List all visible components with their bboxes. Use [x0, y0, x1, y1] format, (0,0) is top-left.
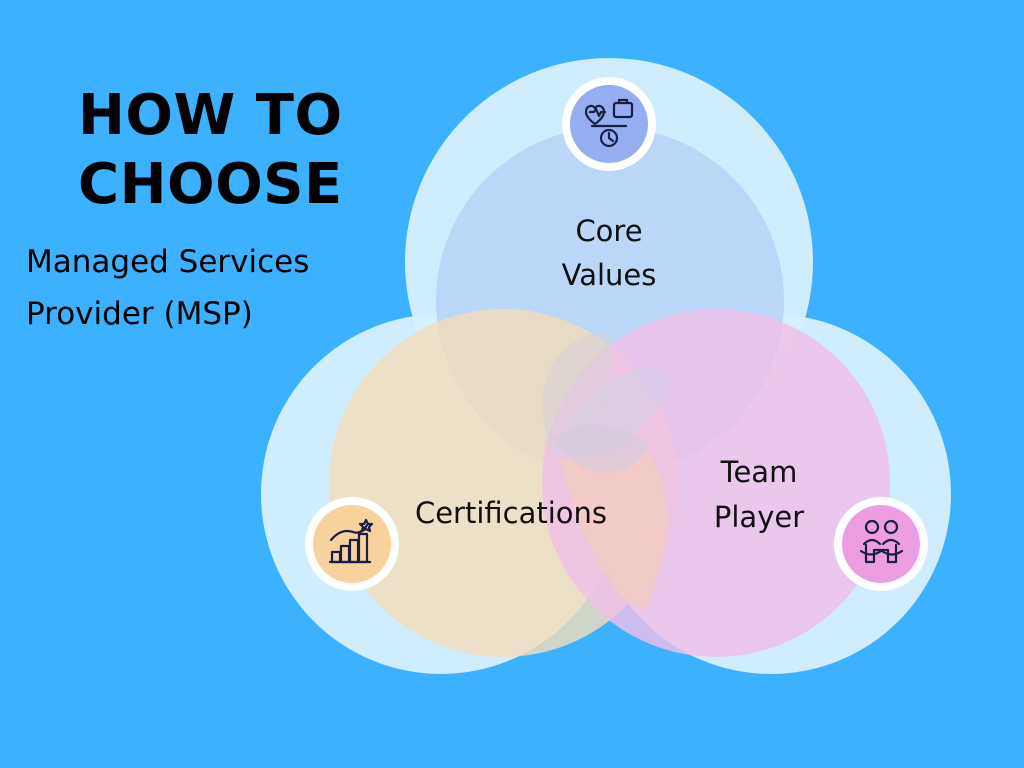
- team-people-icon: [834, 497, 928, 591]
- overlap-cert-team: [560, 455, 668, 610]
- team-player-label-line-1: Team: [720, 455, 798, 489]
- subtitle-line-1: Managed Services: [26, 244, 310, 280]
- heading-line-1: HOW TO: [78, 83, 343, 148]
- core-values-icon: [562, 77, 656, 171]
- overlap-center: [552, 424, 650, 473]
- overlap-core-cert: [542, 331, 612, 452]
- subtitle-line-2: Provider (MSP): [26, 296, 253, 332]
- heading-line-2: CHOOSE: [78, 152, 343, 217]
- core-values-label-line-1: Core: [575, 214, 642, 248]
- certifications-label: Certifications: [415, 496, 607, 530]
- team-player-label-line-2: Player: [714, 500, 804, 534]
- core-values-label-line-2: Values: [562, 258, 657, 292]
- growth-chart-star-icon: [305, 497, 399, 591]
